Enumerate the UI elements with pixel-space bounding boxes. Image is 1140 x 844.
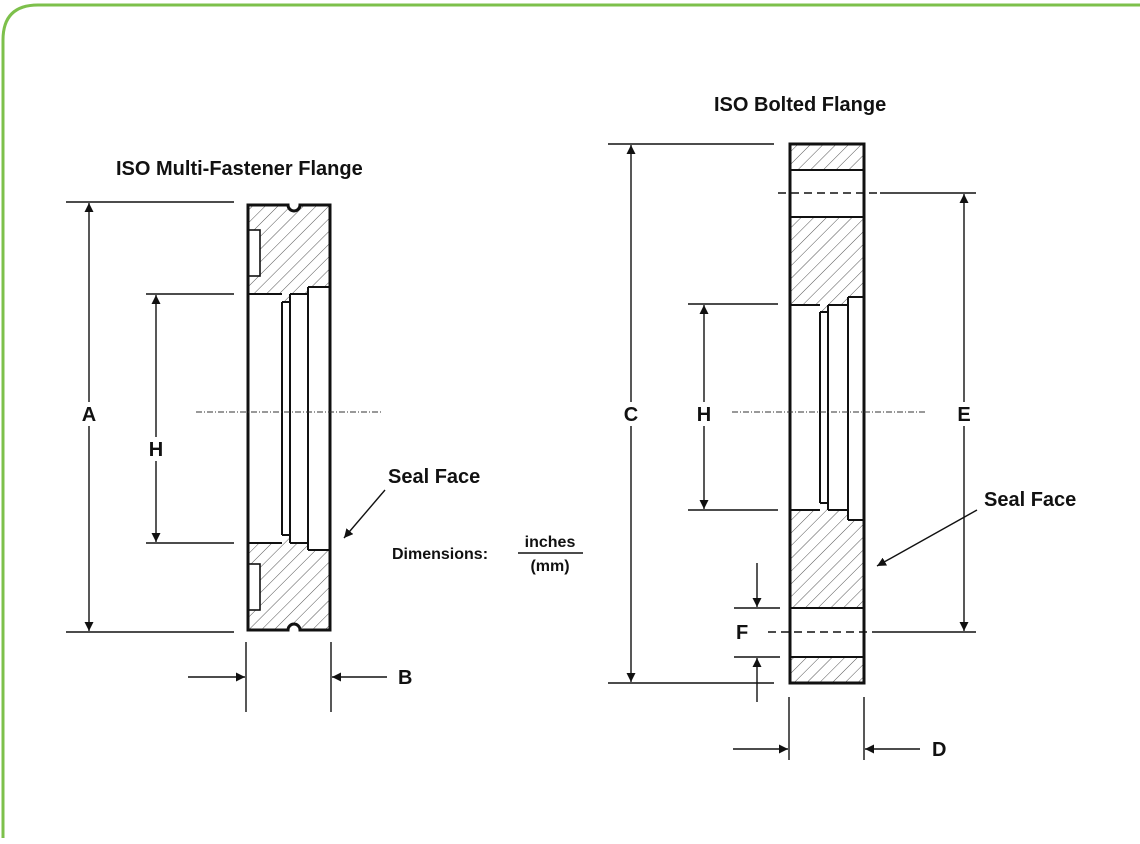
right-title: ISO Bolted Flange xyxy=(714,94,886,116)
dimensions-numerator: inches xyxy=(525,534,576,551)
frame-border xyxy=(1,3,1140,838)
dimensions-prefix: Dimensions: xyxy=(392,546,488,563)
right-seal-face-arrow xyxy=(876,509,978,567)
dimensions-denominator: (mm) xyxy=(530,558,569,575)
right-seal-face-label: Seal Face xyxy=(984,489,1076,511)
dimensions-note: Dimensions: inches (mm) xyxy=(392,534,583,575)
right-outline xyxy=(788,142,866,685)
right-lower-hatch xyxy=(790,503,863,608)
left-title: ISO Multi-Fastener Flange xyxy=(116,158,363,180)
multi-fastener-flange: ISO Multi-Fastener Flange A xyxy=(66,158,480,712)
left-seal-face-arrow xyxy=(343,489,386,539)
left-seal-face-label: Seal Face xyxy=(388,466,480,488)
dim-a-label: A xyxy=(82,404,96,426)
dim-d-label: D xyxy=(932,739,946,761)
dim-h-left-label: H xyxy=(149,439,163,461)
left-lower-hatch xyxy=(248,535,330,630)
dim-f-label: F xyxy=(736,622,748,644)
right-upper-hatch xyxy=(790,217,863,312)
dim-c-label: C xyxy=(624,404,638,426)
left-outline xyxy=(246,203,332,632)
dim-h-right-label: H xyxy=(697,404,711,426)
right-bottom-hatch xyxy=(790,657,863,682)
right-top-hatch xyxy=(790,145,863,170)
left-upper-slot xyxy=(247,229,261,277)
left-lower-slot xyxy=(247,563,261,611)
dim-b-label: B xyxy=(398,667,412,689)
dim-e-label: E xyxy=(957,404,970,426)
left-upper-hatch xyxy=(248,205,330,302)
bolted-flange: ISO Bolted Flange xyxy=(608,94,1076,761)
